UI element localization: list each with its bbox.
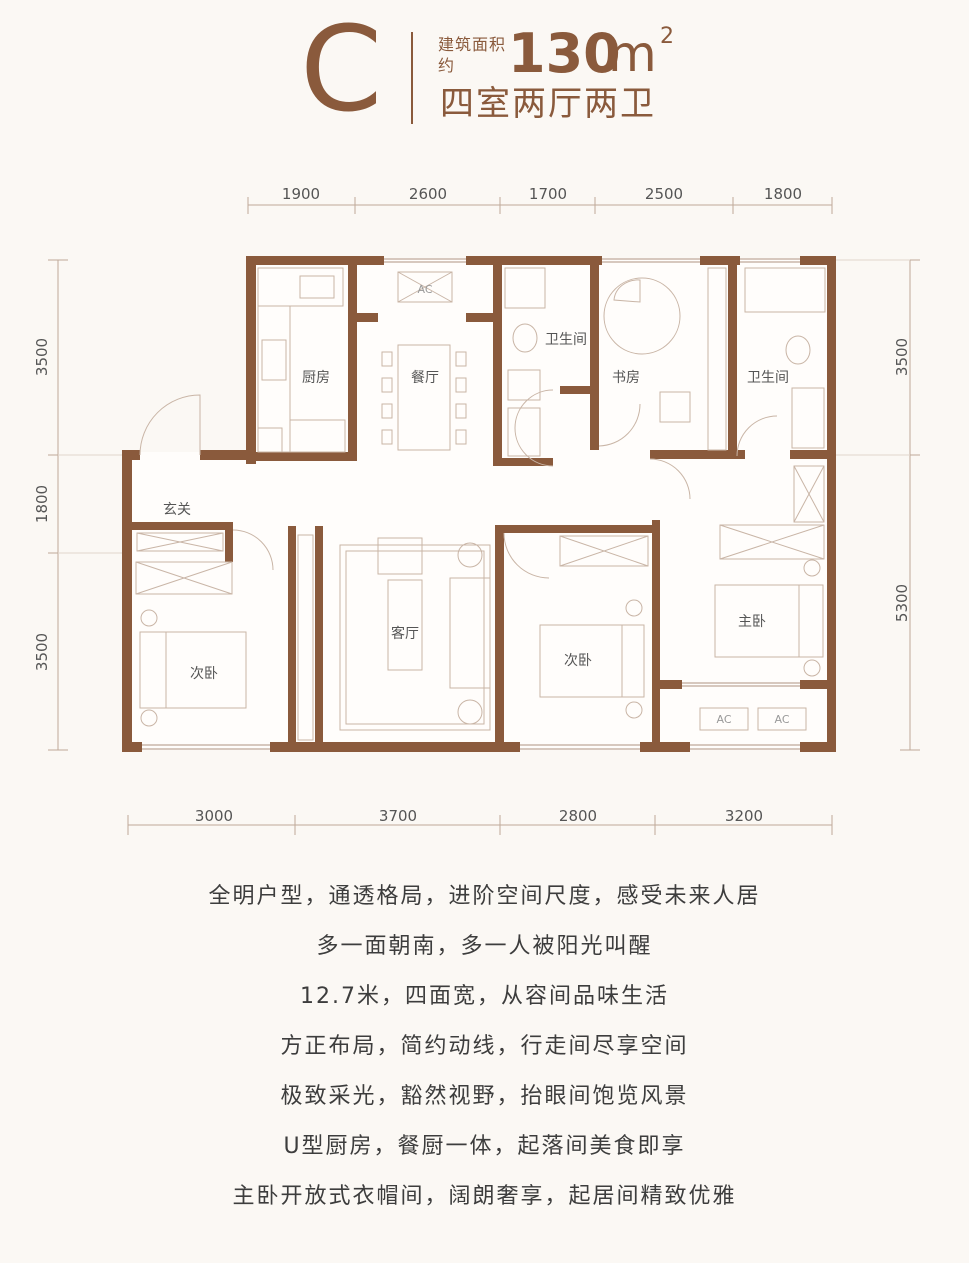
ac-label-3: AC bbox=[774, 713, 789, 726]
room-master-bedroom: 主卧 bbox=[738, 614, 766, 630]
dim-right-2: 5300 bbox=[893, 584, 911, 622]
dim-right-1: 3500 bbox=[893, 338, 911, 376]
room-kitchen: 厨房 bbox=[302, 370, 330, 386]
dim-top-3: 1700 bbox=[529, 185, 567, 203]
header-divider bbox=[411, 32, 413, 124]
description-line-5: 极致采光，豁然视野，抬眼间饱览风景 bbox=[280, 1084, 689, 1109]
walls bbox=[122, 256, 836, 752]
description-line-2: 多一面朝南，多一人被阳光叫醒 bbox=[316, 934, 653, 959]
area-value: 130 bbox=[508, 22, 621, 85]
description-line-3: 12.7米，四面宽，从容间品味生活 bbox=[300, 984, 669, 1009]
room-bedroom-left: 次卧 bbox=[190, 666, 218, 682]
dim-top-5: 1800 bbox=[764, 185, 802, 203]
dim-left-2: 1800 bbox=[33, 485, 51, 523]
ac-label-2: AC bbox=[716, 713, 731, 726]
dim-left-1: 3500 bbox=[33, 338, 51, 376]
room-bath-1: 卫生间 bbox=[545, 332, 587, 348]
dim-bottom-3: 2800 bbox=[559, 807, 597, 825]
doors bbox=[139, 389, 778, 579]
floor-plan: 1900 2600 1700 2500 1800 3000 3700 2800 … bbox=[33, 185, 920, 835]
description: 全明户型，通透格局，进阶空间尺度，感受未来人居 多一面朝南，多一人被阳光叫醒 1… bbox=[0, 872, 969, 1222]
windows bbox=[142, 258, 800, 750]
ac-label-1: AC bbox=[417, 283, 432, 296]
description-line-7: 主卧开放式衣帽间，阔朗奢享，起居间精致优雅 bbox=[232, 1184, 737, 1209]
description-line-4: 方正布局，简约动线，行走间尽享空间 bbox=[280, 1034, 689, 1059]
dim-top-1: 1900 bbox=[282, 185, 320, 203]
furniture bbox=[135, 267, 826, 741]
room-bath-2: 卫生间 bbox=[747, 370, 789, 386]
dim-left-3: 3500 bbox=[33, 633, 51, 671]
dim-top-2: 2600 bbox=[409, 185, 447, 203]
layout-text: 四室两厅两卫 bbox=[440, 84, 656, 124]
dim-top-4: 2500 bbox=[645, 185, 683, 203]
header: C 建筑面积约 130 m 2 四室两厅两卫 bbox=[0, 0, 969, 150]
dim-bottom-1: 3000 bbox=[195, 807, 233, 825]
room-bedroom-middle: 次卧 bbox=[564, 653, 592, 669]
room-foyer: 玄关 bbox=[163, 501, 191, 518]
description-line-6: U型厨房，餐厨一体，起落间美食即享 bbox=[283, 1134, 686, 1159]
dim-bottom-4: 3200 bbox=[725, 807, 763, 825]
dim-bottom-2: 3700 bbox=[379, 807, 417, 825]
room-dining: 餐厅 bbox=[411, 370, 439, 386]
room-living: 客厅 bbox=[391, 625, 419, 642]
area-unit-superscript: 2 bbox=[660, 24, 674, 49]
room-study: 书房 bbox=[612, 370, 640, 386]
area-label: 建筑面积约 bbox=[438, 35, 507, 75]
unit-type-letter: C bbox=[300, 0, 383, 138]
area-unit: m bbox=[608, 25, 657, 83]
description-line-1: 全明户型，通透格局，进阶空间尺度，感受未来人居 bbox=[208, 884, 761, 909]
